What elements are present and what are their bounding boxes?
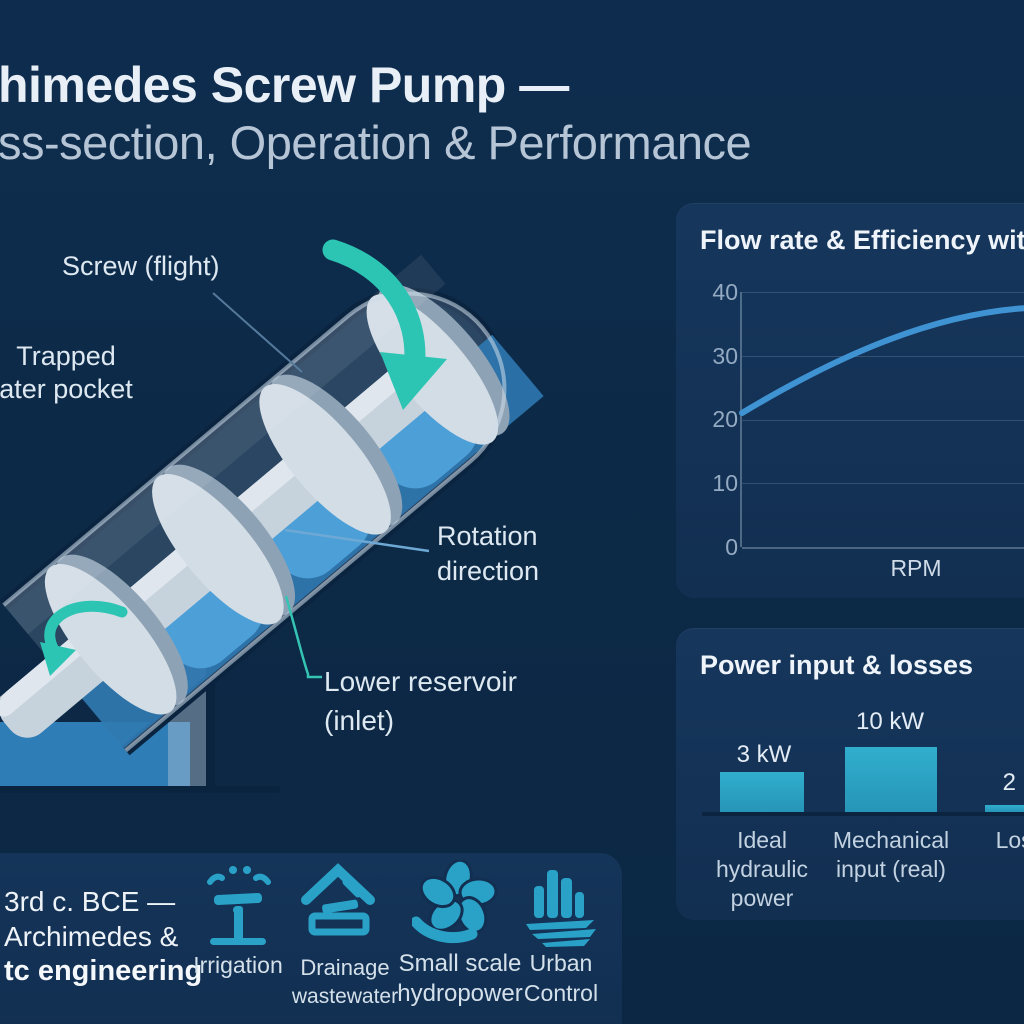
- tube-rim: [2, 291, 507, 753]
- label-lower-reservoir: Lower reservoir (inlet): [324, 666, 517, 736]
- era-line2: Archimedes &: [4, 921, 179, 952]
- gridline-30: [742, 355, 1024, 357]
- label-screw-flight: Screw (flight): [62, 251, 220, 281]
- shaft-rotation-arrow-icon: [40, 600, 128, 676]
- gridline-10: [742, 483, 1024, 485]
- hydropower-icon: [412, 860, 498, 944]
- bar-label-losses: Losses: [995, 827, 1024, 853]
- bar-baseline: [702, 812, 1024, 816]
- label-trapped-water-pocket: Trapped ater pocket: [0, 340, 138, 406]
- label-rotation-direction: Rotation direction: [437, 521, 540, 586]
- app-label-irrigation: Irrigation: [193, 952, 283, 978]
- ytick-10: 10: [712, 470, 738, 496]
- screw-leader-line: [212, 292, 303, 373]
- label-trapped-line1: Trapped: [16, 341, 116, 371]
- ytick-0: 0: [725, 534, 738, 560]
- gridline-40: [742, 292, 1024, 293]
- app-label-drainage-l2: wastewater: [291, 985, 399, 1008]
- page-title: himedes Screw Pump —: [0, 57, 569, 113]
- bar-ideal-hydraulic: [720, 772, 804, 812]
- page-subtitle: ss-section, Operation & Performance: [0, 116, 752, 169]
- era-line3: tc engineering: [4, 955, 203, 987]
- app-label-hydropower-l1: Small scale: [398, 950, 522, 977]
- flow-chart-title: Flow rate & Efficiency with RPM: [700, 225, 1024, 255]
- gridline-20: [742, 419, 1024, 421]
- label-trapped-line2: ater pocket: [0, 374, 133, 404]
- app-label-urban-l2: Control: [523, 980, 599, 1006]
- bar-mechanical-input: [845, 747, 937, 812]
- bar-label-ideal: Ideal hydraulic power: [715, 827, 809, 911]
- flow-curve: [739, 305, 1024, 416]
- drainage-icon: [301, 863, 375, 936]
- bar-value-ideal: 3 kW: [736, 741, 792, 768]
- irrigation-icon: [207, 866, 271, 945]
- flow-chart-card: Flow rate & Efficiency with RPM 40 30 20…: [676, 203, 1024, 598]
- app-label-hydropower-l2: hydropower: [397, 980, 523, 1007]
- app-label-drainage-l1: Drainage: [300, 955, 390, 980]
- ytick-40: 40: [712, 279, 738, 305]
- ytick-20: 20: [712, 406, 738, 432]
- footer-panel: [0, 853, 622, 1024]
- bar-value-losses: 2 kW: [1002, 769, 1024, 796]
- power-chart-title: Power input & losses: [700, 650, 974, 680]
- bar-losses: [985, 805, 1024, 812]
- app-label-urban-l1: Urban: [529, 950, 593, 976]
- flow-chart-plot: [739, 292, 1024, 549]
- power-chart-card: Power input & losses 3 kW 10 kW 2 kW Ide…: [676, 628, 1024, 920]
- bar-value-mechanical: 10 kW: [855, 708, 924, 735]
- x-axis-line: [742, 547, 1024, 549]
- reservoir-leader-line: [284, 595, 322, 679]
- tube-highlight: [3, 254, 446, 635]
- rotation-leader-line: [284, 528, 430, 553]
- rotation-arrow-icon: [322, 239, 447, 410]
- x-axis-label-rpm: RPM: [890, 555, 942, 581]
- era-line1: 3rd c. BCE —: [4, 886, 176, 917]
- ytick-30: 30: [712, 343, 738, 369]
- urban-icon: [526, 870, 596, 947]
- bar-label-mechanical: Mechanical input (real): [832, 827, 950, 882]
